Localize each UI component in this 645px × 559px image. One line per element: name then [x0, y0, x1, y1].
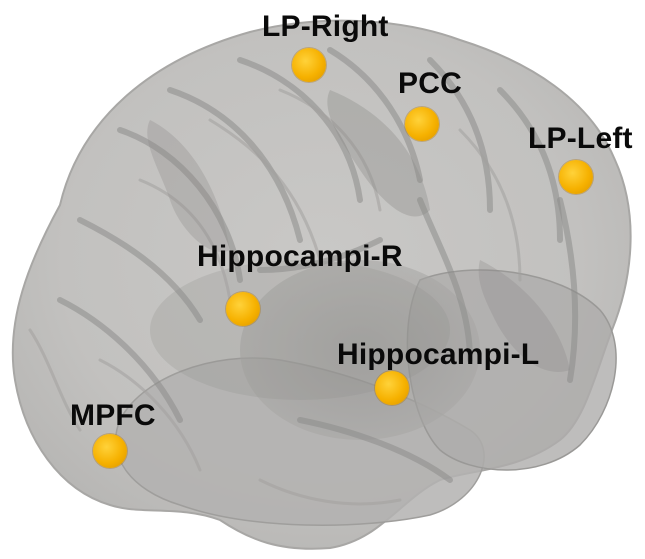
- node-hippocampi-l: [375, 371, 409, 405]
- node-lp-left: [559, 160, 593, 194]
- label-hippocampi-l: Hippocampi-L: [337, 338, 540, 371]
- node-lp-right: [292, 48, 326, 82]
- label-hippocampi-r: Hippocampi-R: [197, 240, 403, 273]
- label-mpfc: MPFC: [70, 399, 156, 432]
- node-pcc: [405, 107, 439, 141]
- label-pcc: PCC: [398, 67, 462, 100]
- label-lp-right: LP-Right: [262, 10, 389, 43]
- label-lp-left: LP-Left: [528, 122, 633, 155]
- node-hippocampi-r: [226, 292, 260, 326]
- node-mpfc: [93, 434, 127, 468]
- deep-structure: [240, 260, 480, 440]
